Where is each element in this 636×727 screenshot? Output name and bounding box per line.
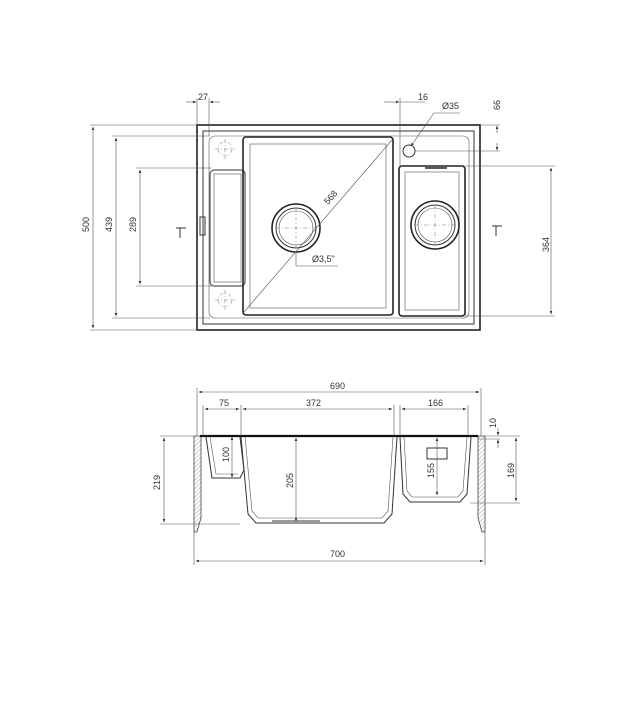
dim-drainer-height: 100 <box>221 447 231 462</box>
sink-inner-rim <box>202 130 475 325</box>
small-bowl-floor <box>404 171 460 311</box>
main-bowl-floor <box>249 143 387 309</box>
cabinet-wall-left <box>193 435 202 533</box>
dim-waste-size: Ø3,5" <box>312 254 335 264</box>
drainer-handle <box>209 169 246 287</box>
dim-diagonal: 568 <box>322 188 339 206</box>
dim-overall-height: 219 <box>152 475 162 490</box>
sink-deck <box>208 135 470 319</box>
dim-drainer-depth: 289 <box>128 217 138 232</box>
top-view: 568 Ø3,5" 500 439 289 27 16 <box>81 92 555 331</box>
dim-small-bowl-height: 155 <box>426 463 436 478</box>
dim-tap-offset: 66 <box>492 100 502 110</box>
main-bowl <box>242 136 394 316</box>
dim-overall-width: 690 <box>330 381 345 391</box>
dim-drainer-width: 75 <box>219 398 229 408</box>
diagonal-line <box>243 139 393 313</box>
dim-left-margin: 27 <box>198 92 208 102</box>
dim-small-bowl-depth: 364 <box>541 237 551 252</box>
cabinet-wall-right <box>477 435 486 533</box>
main-bowl-waste <box>271 203 321 253</box>
dim-tap-hole: Ø35 <box>442 101 459 111</box>
dim-cabinet-width: 700 <box>330 549 345 559</box>
dim-overall-depth: 500 <box>81 217 91 232</box>
overflow-slot <box>199 216 206 236</box>
sink-outline <box>196 124 481 331</box>
dim-drainer-gap: 16 <box>418 92 428 102</box>
small-bowl <box>398 165 466 317</box>
dim-small-bowl-width: 166 <box>428 398 443 408</box>
dim-small-bowl-total: 169 <box>506 463 516 478</box>
tap-hole <box>402 144 416 158</box>
dim-rim-thickness: 10 <box>488 418 498 428</box>
main-bowl-profile <box>240 436 398 524</box>
dim-inner-depth: 439 <box>104 217 114 232</box>
small-bowl-waste <box>410 200 460 250</box>
dim-main-bowl-height: 205 <box>285 473 295 488</box>
section-view: 690 75 372 166 219 100 205 155 10 169 <box>152 381 520 565</box>
accessory-mark-top <box>215 139 235 159</box>
accessory-mark-bottom <box>215 290 235 310</box>
drainer-handle-inner <box>213 173 242 283</box>
dim-main-bowl-width: 372 <box>306 398 321 408</box>
small-bowl-profile <box>399 436 472 503</box>
